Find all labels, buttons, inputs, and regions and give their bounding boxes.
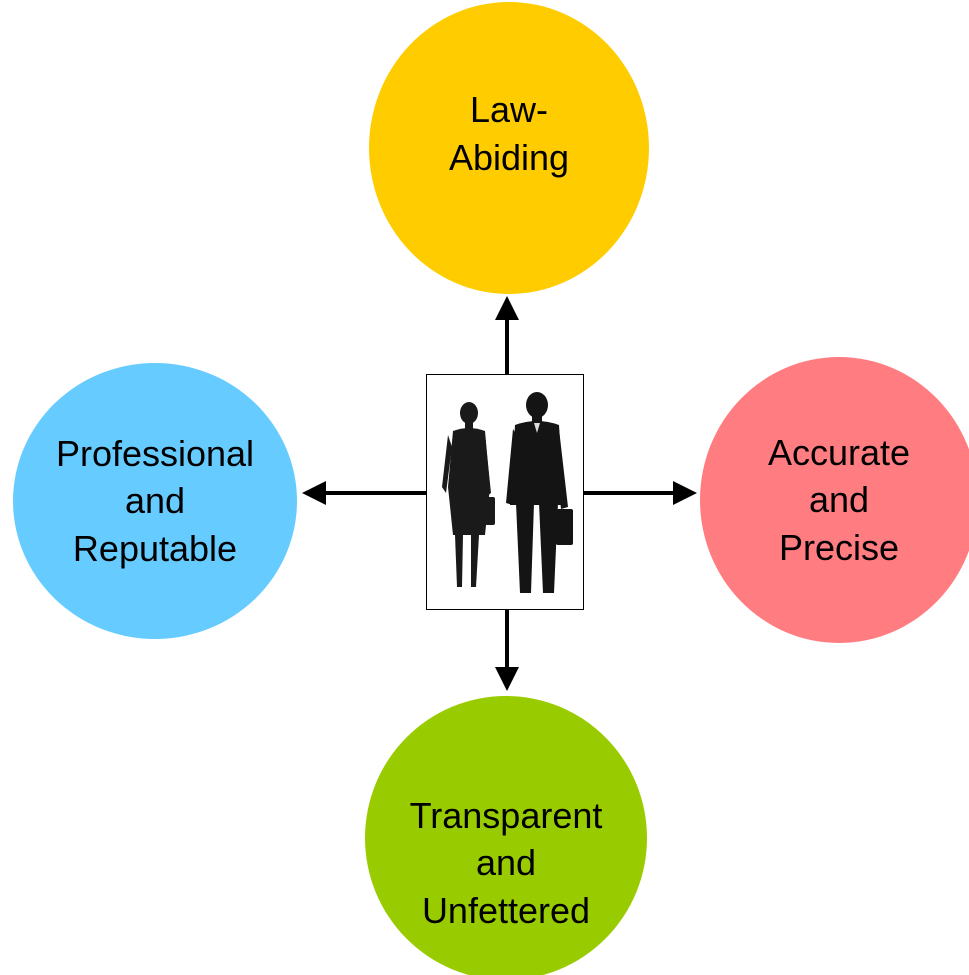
node-law-abiding: Law- Abiding	[369, 2, 649, 294]
node-label: Accurate and Precise	[767, 431, 911, 568]
business-people-silhouette-image	[426, 374, 584, 610]
node-transparent-unfettered: Transparent and Unfettered	[365, 696, 647, 975]
node-label: Transparent and Unfettered	[409, 794, 603, 931]
node-accurate-precise: Accurate and Precise	[700, 357, 969, 643]
man-silhouette	[506, 392, 573, 593]
node-professional-reputable: Professional and Reputable	[13, 363, 297, 639]
node-label: Law- Abiding	[448, 89, 570, 178]
node-label: Professional and Reputable	[55, 432, 255, 569]
silhouette-figures	[442, 392, 573, 593]
woman-silhouette	[442, 402, 495, 587]
